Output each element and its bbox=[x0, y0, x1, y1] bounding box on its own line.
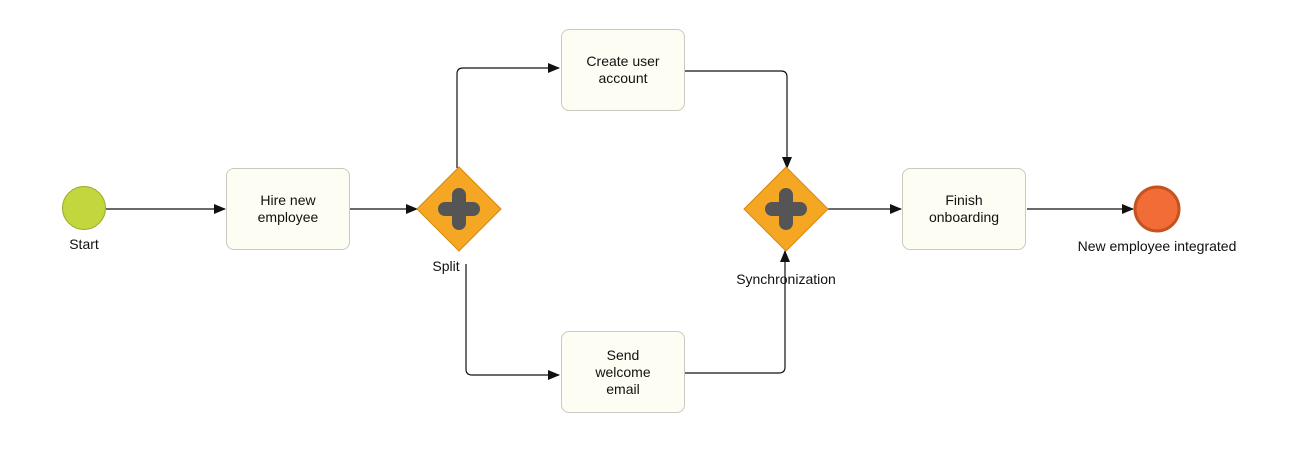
parallel-plus-icon bbox=[765, 188, 807, 230]
task-create-user-account[interactable]: Create user account bbox=[561, 29, 685, 111]
task-send-welcome-email[interactable]: Send welcome email bbox=[561, 331, 685, 413]
end-event[interactable] bbox=[1133, 185, 1181, 233]
sync-gateway[interactable] bbox=[743, 166, 829, 252]
task-hire-new-employee[interactable]: Hire new employee bbox=[226, 168, 350, 250]
flow-send-email-to-sync[interactable] bbox=[685, 250, 790, 374]
split-gateway[interactable] bbox=[416, 166, 502, 252]
parallel-plus-icon bbox=[438, 188, 480, 230]
start-event-label: Start bbox=[69, 236, 99, 252]
start-event[interactable] bbox=[62, 186, 106, 230]
flow-split-to-send-email[interactable] bbox=[465, 264, 560, 380]
end-event-label: New employee integrated bbox=[1077, 238, 1237, 254]
flow-create-account-to-sync[interactable] bbox=[685, 70, 792, 169]
sync-gateway-label: Synchronization bbox=[736, 271, 836, 287]
task-finish-onboarding[interactable]: Finish onboarding bbox=[902, 168, 1026, 250]
flow-split-to-create-account[interactable] bbox=[456, 63, 560, 168]
split-gateway-label: Split bbox=[432, 258, 460, 274]
